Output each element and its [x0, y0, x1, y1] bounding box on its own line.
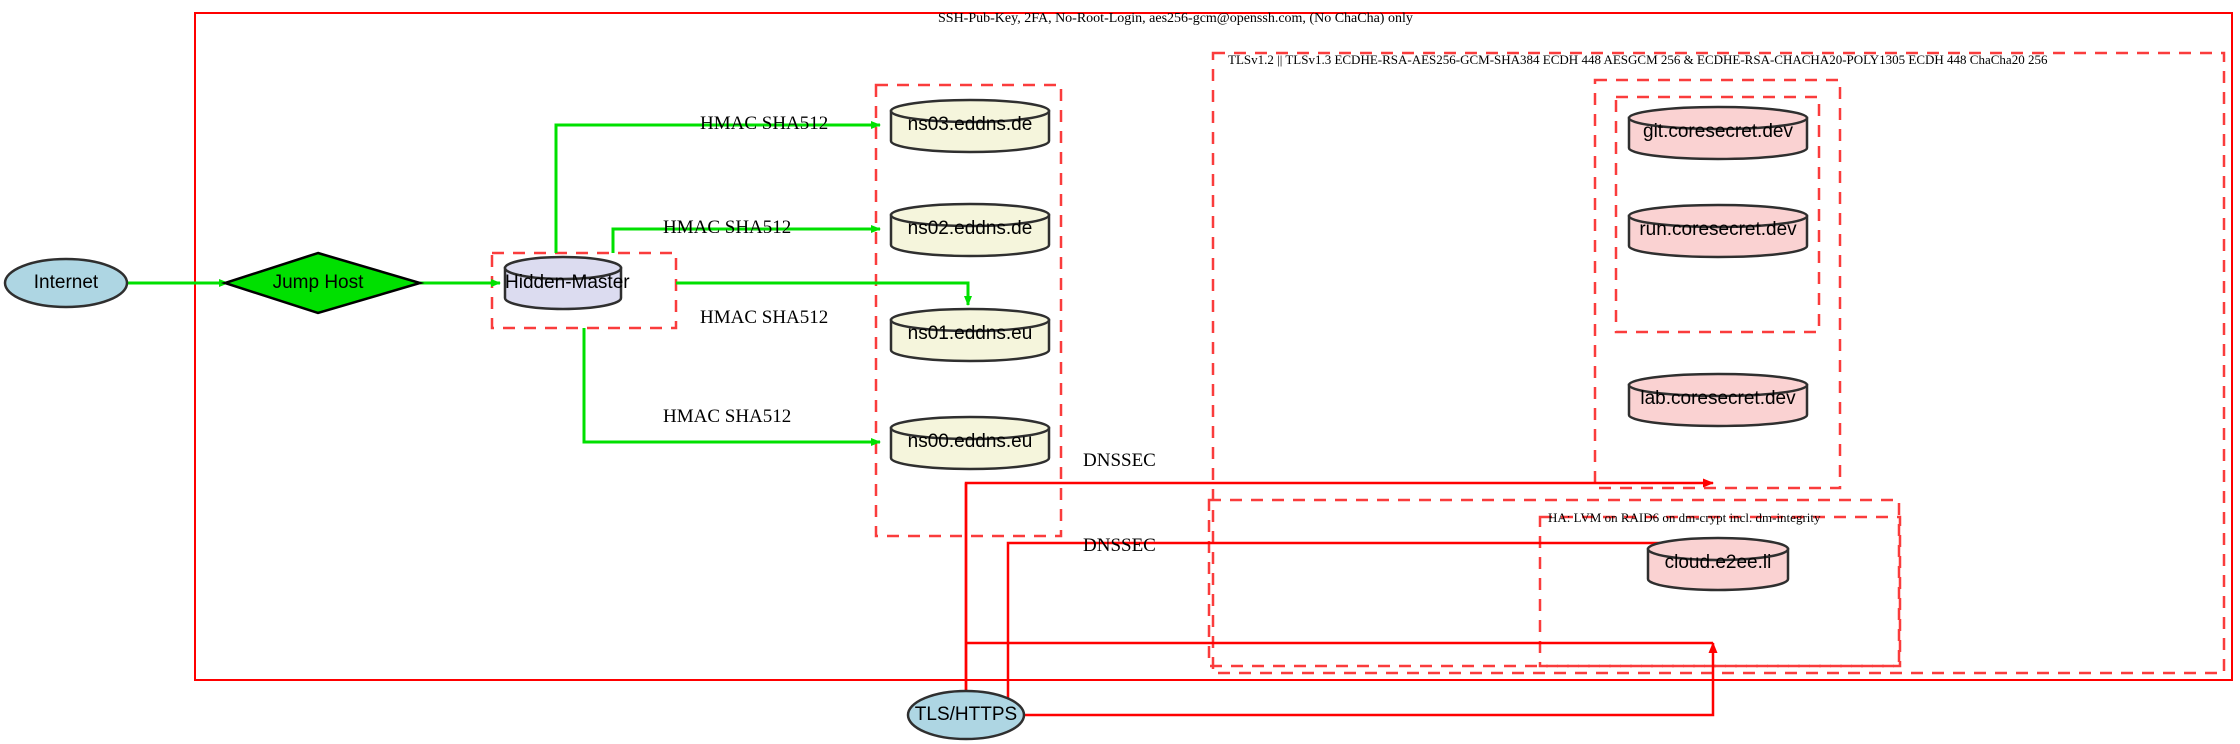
- ssh-boundary-label: SSH-Pub-Key, 2FA, No-Root-Login, aes256-…: [938, 11, 1413, 26]
- edge-master-ns01: [676, 281, 972, 306]
- node-run-label: run.coresecret.dev: [1639, 219, 1797, 240]
- edge-label-hmac-ns03: HMAC SHA512: [700, 113, 829, 134]
- node-cloud-label: cloud.e2ee.li: [1664, 552, 1772, 573]
- node-lab-shape[interactable]: [1627, 372, 1809, 428]
- cloud-inner-box: [1538, 515, 1902, 668]
- node-lab-label: lab.coresecret.dev: [1640, 388, 1796, 409]
- coresecret-inner-box: [1614, 95, 1821, 334]
- edge-dnssec-lower: [1006, 541, 1713, 715]
- node-tlshttps-label: TLS/HTTPS: [914, 704, 1018, 725]
- node-git-label: git.coresecret.dev: [1643, 121, 1793, 142]
- node-jumphost-shape[interactable]: [220, 251, 425, 315]
- coresecret-outer-box: [1593, 78, 1842, 490]
- edge-label-hmac-ns00: HMAC SHA512: [663, 406, 792, 427]
- node-internet-label: Internet: [33, 272, 99, 293]
- node-ns02-label: ns02.eddns.de: [907, 218, 1033, 239]
- ha-label: HA: LVM on RAID6 on dm-crypt incl. dm-in…: [1548, 510, 1821, 525]
- tls-boundary-label: TLSv1.2 || TLSv1.3 ECDHE-RSA-AES256-GCM-…: [1228, 52, 2048, 67]
- node-ns03-label: ns03.eddns.de: [907, 114, 1033, 135]
- hidden-master-box: [490, 251, 678, 330]
- edge-master-ns00: [582, 328, 881, 446]
- node-hidden-master-shape[interactable]: [503, 255, 623, 311]
- tls-boundary-box: [1211, 51, 2226, 675]
- edge-label-hmac-ns01: HMAC SHA512: [700, 307, 829, 328]
- node-ns03-shape[interactable]: [889, 98, 1051, 154]
- node-ns01-shape[interactable]: [889, 307, 1051, 363]
- edge-master-ns02: [611, 225, 881, 253]
- edge-master-ns03: [554, 121, 881, 253]
- node-ns00-label: ns00.eddns.eu: [907, 431, 1033, 452]
- nameserver-cluster-box: [874, 83, 1063, 538]
- cloud-ha-box: [1207, 498, 1901, 668]
- node-internet-shape[interactable]: [3, 257, 129, 309]
- node-tlshttps-shape[interactable]: [906, 689, 1026, 741]
- node-hidden-master-label: Hidden-Master: [505, 272, 630, 293]
- edge-label-dnssec-lower: DNSSEC: [1083, 535, 1156, 556]
- edge-tlshttps-cloud: [1023, 642, 1718, 717]
- node-jumphost-label: Jump Host: [272, 272, 364, 293]
- ssh-boundary-frame: [194, 12, 2233, 681]
- edge-label-hmac-ns02: HMAC SHA512: [663, 217, 792, 238]
- node-ns01-label: ns01.eddns.eu: [907, 323, 1033, 344]
- node-ns00-shape[interactable]: [889, 415, 1051, 471]
- node-git-shape[interactable]: [1627, 105, 1809, 161]
- node-cloud-shape[interactable]: [1646, 536, 1790, 592]
- node-run-shape[interactable]: [1627, 203, 1809, 259]
- edge-label-dnssec-upper: DNSSEC: [1083, 450, 1156, 471]
- node-ns02-shape[interactable]: [889, 202, 1051, 258]
